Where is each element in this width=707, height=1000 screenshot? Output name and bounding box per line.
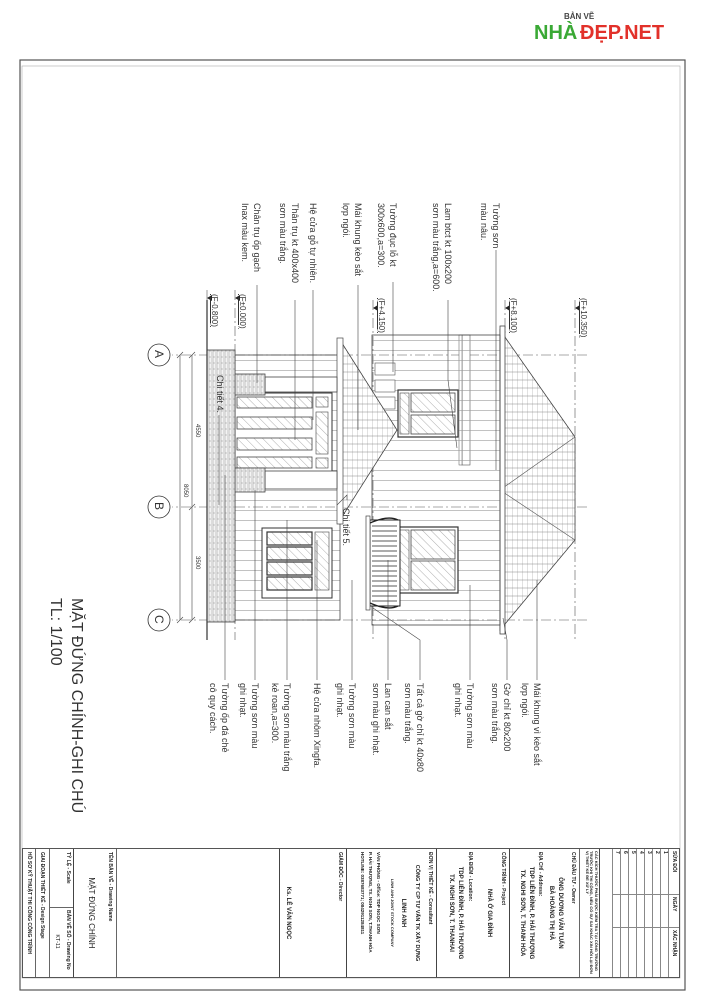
watermark-brand-a: NHÀ — [534, 22, 578, 44]
director-block: GIÁM ĐỐC - Director Ks. LÊ VĂN NGỌC — [279, 849, 346, 977]
main-roof — [499, 328, 576, 632]
revision-row: 2 — [652, 849, 660, 977]
level-label-roof-eave: (F+8.100) — [509, 298, 518, 333]
level-markers — [207, 295, 580, 311]
aluminum-window — [261, 527, 333, 599]
drawing-scale: TL: 1/100 — [47, 598, 64, 666]
drawing-title: MẶT ĐỨNG CHÍNH-GHI CHÚ — [68, 598, 85, 814]
consultant-block: ĐƠN VỊ THIẾT KẾ - Consultant CÔNG TY CP … — [346, 849, 436, 977]
title-block: SỬA ĐỔI NGÀY XÁC NHẬN 1 2 3 4 5 6 7 CÁC … — [22, 848, 680, 978]
sheet-border — [19, 59, 686, 991]
level-label-second-floor: (F+4.150) — [377, 298, 386, 333]
note-aluminum-window: Hệ cửa nhôm Xingfa. — [312, 683, 322, 769]
upper-window-right — [397, 526, 459, 594]
left-leaders — [218, 250, 497, 505]
level-label-ground-floor: (F±0.000) — [238, 294, 247, 329]
dimension-b-c: 3500 — [194, 556, 200, 570]
general-note: CÁC KÍCH THƯỚC PHẢI ĐƯỢC KIỂM TRA TẠI CÔ… — [579, 849, 599, 977]
revision-row: 3 — [644, 849, 652, 977]
dimension-lines — [176, 351, 196, 624]
revision-row: 6 — [620, 849, 628, 977]
balcony-railing — [365, 515, 401, 611]
wood-door — [234, 392, 333, 474]
revision-row: 1 — [660, 849, 668, 977]
blank-block — [116, 849, 279, 977]
project-block: CÔNG TRÌNH - Project NHÀ Ở GIA ĐÌNH ĐỊA … — [436, 849, 509, 977]
revision-row: 7 — [612, 849, 620, 977]
watermark-brand-b: ĐẸP.NET — [580, 22, 665, 44]
callout-detail-5: Chi tiết 5. — [341, 508, 351, 547]
level-label-grade: (F-0.800) — [210, 294, 219, 327]
note-wood-door: Hệ cửa gỗ tự nhiên. — [308, 203, 318, 284]
axis-bubbles — [147, 343, 171, 632]
revision-row: 4 — [636, 849, 644, 977]
revision-table: SỬA ĐỔI NGÀY XÁC NHẬN 1 2 3 4 5 6 7 — [599, 849, 679, 977]
dimension-total: 8050 — [182, 484, 188, 498]
axis-label-a: A — [152, 350, 166, 359]
axis-label-b: B — [152, 502, 166, 511]
scale-number-block: TỶ LỆ - Scale BẢN VẼ SỐ - Drawing No KT-… — [49, 849, 73, 977]
design-stage-value: HỒ SƠ KỸ THUẬT THI CÔNG CÔNG TRÌNH — [26, 852, 32, 955]
vent-wall — [374, 362, 396, 410]
design-stage-block: GIAI ĐOẠN THIẾT KẾ - Design Stage — [35, 849, 49, 977]
watermark-top: BẢN VẼ — [564, 12, 595, 21]
revision-row: 5 — [628, 849, 636, 977]
owner-block: CHỦ ĐẦU TƯ - Owner ÔNG DƯƠNG VĂN TUẤN BÀ… — [509, 849, 579, 977]
axis-label-c: C — [152, 615, 166, 624]
upper-window-left — [397, 389, 459, 438]
right-leaders — [224, 475, 538, 680]
watermark-logo: BẢN VẼ NHÀ ĐẸP.NET — [534, 10, 699, 46]
callout-detail-4: Chi tiết 4. — [215, 375, 225, 414]
level-label-roof-ridge: (F+10.350) — [579, 298, 588, 338]
columns — [234, 373, 338, 493]
drawing-name-block: TÊN BẢN VẼ - Drawing Name MẶT ĐỨNG CHÍNH — [73, 849, 116, 977]
dimension-a-b: 4550 — [194, 424, 200, 438]
